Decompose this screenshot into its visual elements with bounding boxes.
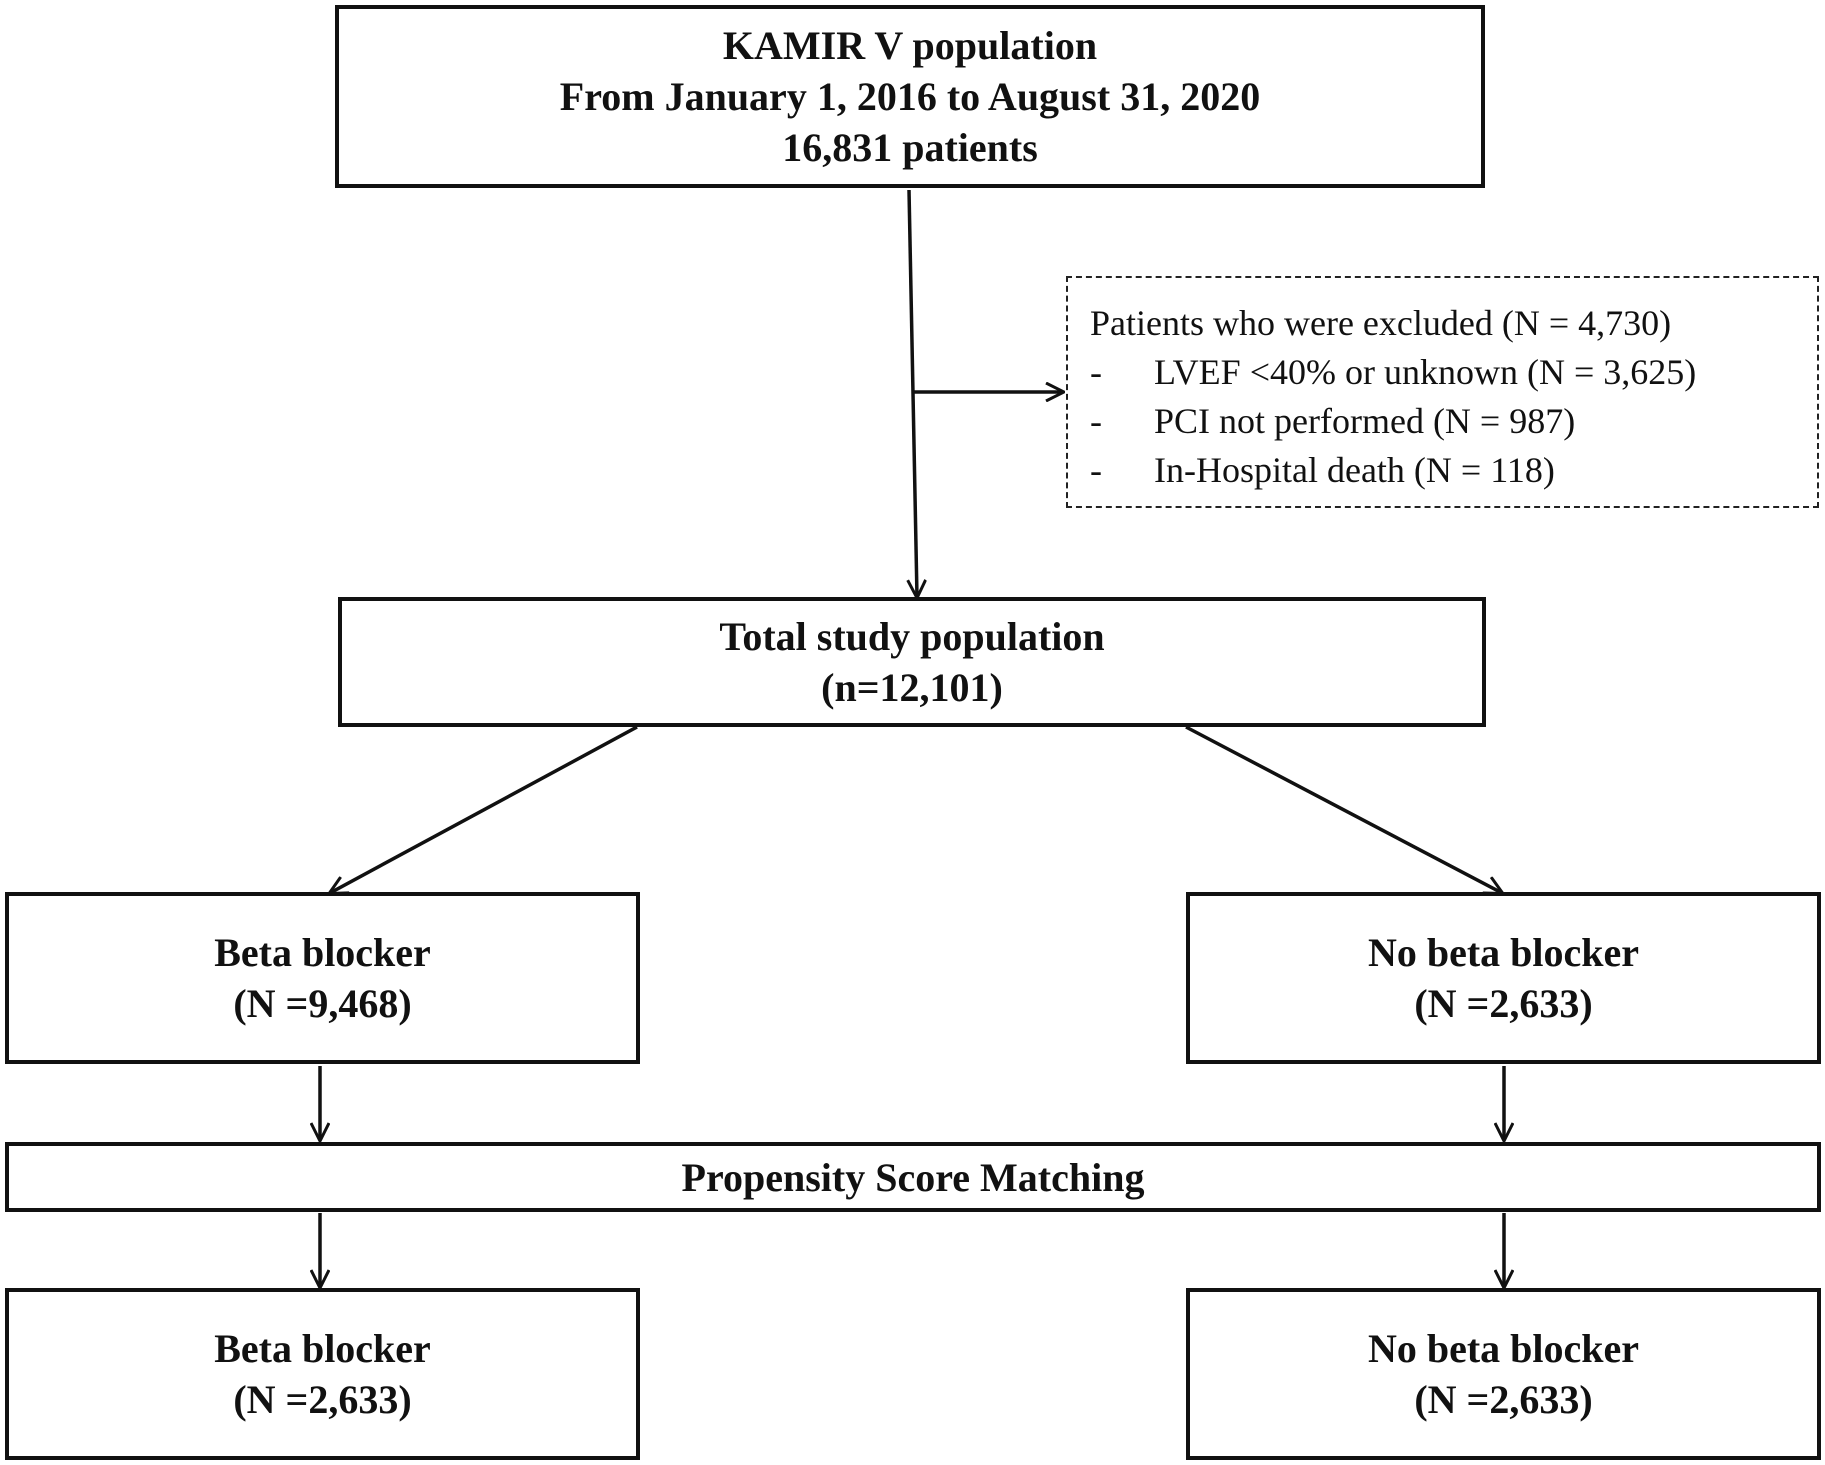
matched-no-beta-blocker-count: (N =2,633) xyxy=(1414,1377,1593,1422)
propensity-score-matching-label: Propensity Score Matching xyxy=(681,1154,1145,1200)
no-beta-blocker-box: No beta blocker (N =2,633) xyxy=(1186,892,1821,1064)
arrow-total-to-bb xyxy=(330,725,638,893)
exclusion-item: - LVEF <40% or unknown (N = 3,625) xyxy=(1090,348,1817,397)
matched-beta-blocker-box: Beta blocker (N =2,633) xyxy=(5,1288,640,1460)
arrow-total-to-nobb xyxy=(1185,725,1502,893)
bullet-dash: - xyxy=(1090,401,1102,441)
total-study-population-title: Total study population xyxy=(719,614,1105,659)
matched-no-beta-blocker-box: No beta blocker (N =2,633) xyxy=(1186,1288,1821,1460)
exclusion-box: Patients who were excluded (N = 4,730) -… xyxy=(1066,276,1819,508)
exclusion-item-label: LVEF <40% or unknown (N = 3,625) xyxy=(1154,352,1697,392)
no-beta-blocker-count: (N =2,633) xyxy=(1414,981,1593,1026)
beta-blocker-count: (N =9,468) xyxy=(233,981,412,1026)
bullet-dash: - xyxy=(1090,450,1102,490)
matched-no-beta-blocker-label: No beta blocker xyxy=(1367,1326,1640,1371)
total-study-population-box: Total study population (n=12,101) xyxy=(338,597,1486,727)
exclusion-item-label: PCI not performed (N = 987) xyxy=(1154,401,1576,441)
exclusion-item-label: In-Hospital death (N = 118) xyxy=(1154,450,1555,490)
beta-blocker-label: Beta blocker xyxy=(214,930,431,975)
source-population-period: From January 1, 2016 to August 31, 2020 xyxy=(559,74,1261,119)
exclusion-item: - In-Hospital death (N = 118) xyxy=(1090,446,1817,495)
no-beta-blocker-label: No beta blocker xyxy=(1367,930,1640,975)
source-population-title: KAMIR V population xyxy=(722,23,1098,68)
beta-blocker-box: Beta blocker (N =9,468) xyxy=(5,892,640,1064)
source-population-count: 16,831 patients xyxy=(782,125,1038,170)
source-population-box: KAMIR V population From January 1, 2016 … xyxy=(335,5,1485,188)
matched-beta-blocker-label: Beta blocker xyxy=(214,1326,431,1371)
matched-beta-blocker-count: (N =2,633) xyxy=(233,1377,412,1422)
total-study-population-count: (n=12,101) xyxy=(821,665,1003,710)
exclusion-header: Patients who were excluded (N = 4,730) xyxy=(1090,303,1672,343)
exclusion-item: - PCI not performed (N = 987) xyxy=(1090,397,1817,446)
bullet-dash: - xyxy=(1090,352,1102,392)
propensity-score-matching-box: Propensity Score Matching xyxy=(5,1142,1821,1212)
